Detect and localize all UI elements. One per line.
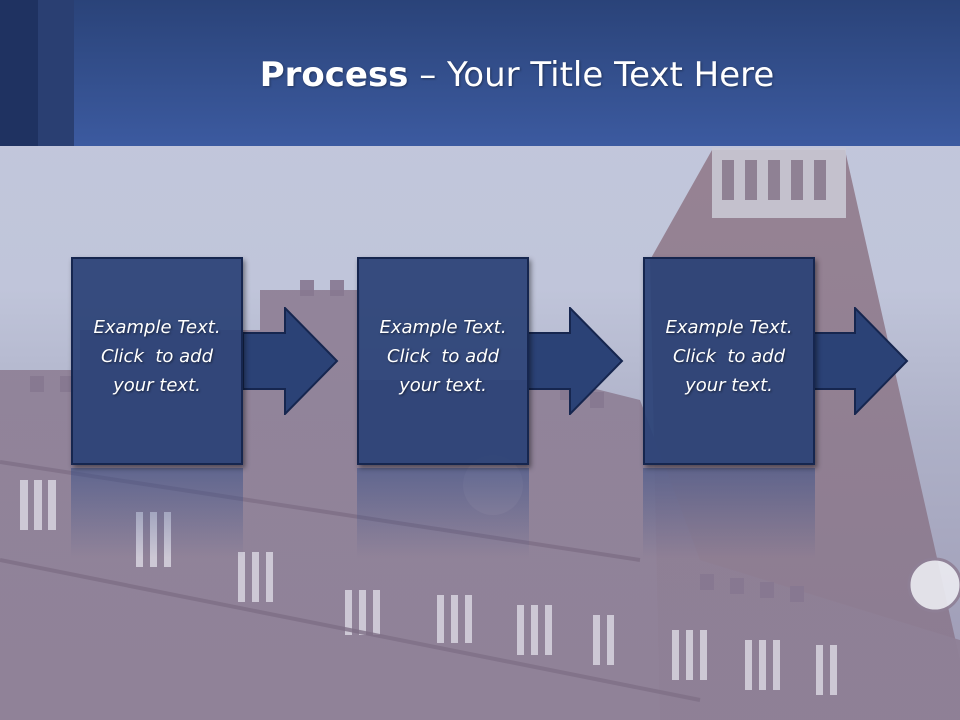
step-3-text[interactable]: Example Text. Click to add your text. — [645, 313, 813, 400]
step-1-reflection — [71, 468, 243, 558]
step-3-line-1: Example Text. — [665, 317, 793, 338]
step-2-line-1: Example Text. — [379, 317, 507, 338]
step-1-line-1: Example Text. — [93, 317, 221, 338]
step-3-reflection — [643, 468, 815, 558]
title-rest-text: – Your Title Text Here — [408, 55, 775, 95]
step-2-line-3: your text. — [399, 375, 487, 396]
step-1-line-3: your text. — [113, 375, 201, 396]
process-step-2[interactable]: Example Text. Click to add your text. — [357, 257, 529, 465]
step-3-line-3: your text. — [685, 375, 773, 396]
title-bar-accent-stripe — [0, 0, 38, 146]
process-step-3[interactable]: Example Text. Click to add your text. — [643, 257, 815, 465]
step-2-reflection — [357, 468, 529, 558]
step-1-text[interactable]: Example Text. Click to add your text. — [73, 313, 241, 400]
title-bar: Process – Your Title Text Here — [0, 0, 960, 146]
step-2-arrow-icon — [528, 307, 624, 415]
title-bar-accent-stripe-inner — [38, 0, 74, 146]
step-1-arrow-icon — [243, 307, 339, 415]
process-step-1[interactable]: Example Text. Click to add your text. — [71, 257, 243, 465]
step-2-line-2: Click to add — [386, 346, 499, 367]
step-2-text[interactable]: Example Text. Click to add your text. — [359, 313, 527, 400]
step-3-line-2: Click to add — [672, 346, 785, 367]
step-1-line-2: Click to add — [100, 346, 213, 367]
slide-title[interactable]: Process – Your Title Text Here — [74, 52, 960, 98]
step-3-arrow-icon — [813, 307, 909, 415]
title-bold-text: Process — [259, 55, 409, 95]
